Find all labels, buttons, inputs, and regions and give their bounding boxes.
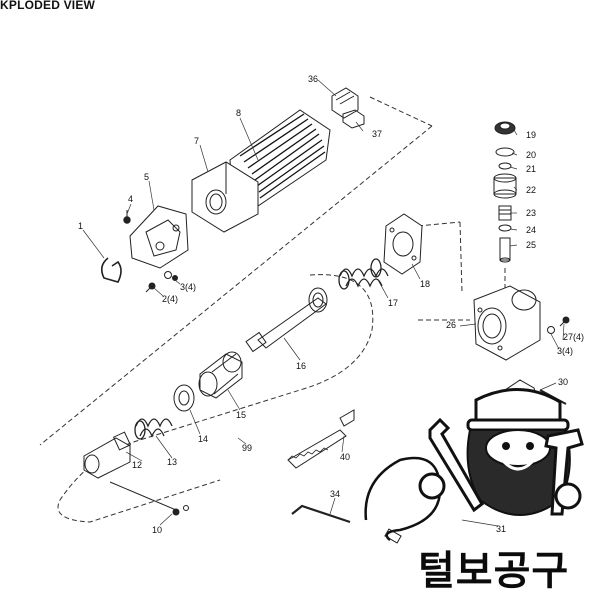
label-31: 31 — [496, 524, 506, 534]
part-26-valve-body — [473, 285, 541, 361]
label-24: 24 — [526, 225, 536, 235]
diagram-title: KPLODED VIEW — [0, 0, 96, 12]
part-14-ring — [173, 384, 195, 412]
label-40: 40 — [340, 452, 350, 462]
label-25: 25 — [526, 240, 536, 250]
label-1: 1 — [78, 221, 83, 231]
part-17-spring — [338, 258, 389, 290]
label-2: 2(4) — [162, 294, 178, 304]
label-4: 4 — [128, 194, 133, 204]
label-15: 15 — [236, 410, 246, 420]
part-3-washer-left — [164, 271, 178, 281]
label-13: 13 — [167, 457, 177, 467]
label-3-left: 3(4) — [180, 282, 196, 292]
label-3-right: 3(4) — [557, 346, 573, 356]
part-labels: 36 8 37 7 4 5 1 3(4) 2(4) 19 20 21 22 23… — [78, 74, 584, 535]
part-34-hex-key — [291, 504, 351, 524]
label-20: 20 — [526, 150, 536, 160]
part-31-hose — [364, 456, 442, 544]
part-40-blade — [287, 409, 355, 469]
label-23: 23 — [526, 208, 536, 218]
watermark-brand-text: 털보공구 — [418, 548, 570, 594]
label-30: 30 — [558, 377, 568, 387]
part-2-screw-left — [145, 282, 156, 293]
label-36: 36 — [308, 74, 318, 84]
label-19: 19 — [526, 130, 536, 140]
label-27: 27(4) — [563, 332, 584, 342]
label-14: 14 — [198, 434, 208, 444]
label-18: 18 — [420, 279, 430, 289]
assembly-guide-lines — [39, 96, 506, 523]
label-8: 8 — [236, 108, 241, 118]
part-13-spring — [134, 418, 173, 440]
part-4-screw — [123, 210, 131, 224]
part-5-bracket — [129, 205, 189, 269]
part-18-gasket — [383, 213, 423, 275]
valve-stack — [493, 121, 517, 263]
label-22: 22 — [526, 185, 536, 195]
label-5: 5 — [144, 172, 149, 182]
label-12: 12 — [132, 460, 142, 470]
label-17: 17 — [388, 298, 398, 308]
part-12-holder — [83, 431, 132, 479]
label-7: 7 — [194, 136, 199, 146]
label-10: 10 — [152, 525, 162, 535]
label-99: 99 — [242, 443, 252, 453]
part-1-clip — [100, 257, 122, 283]
leader-lines — [82, 79, 565, 527]
part-36-cap — [331, 87, 359, 119]
part-27-screw — [559, 316, 570, 327]
part-7-housing — [191, 161, 259, 233]
part-16-shaft — [245, 287, 328, 353]
watermark-mascot — [418, 388, 584, 516]
part-10-screws — [109, 481, 189, 516]
label-34: 34 — [330, 489, 340, 499]
part-15-piston — [198, 351, 243, 399]
label-21: 21 — [526, 164, 536, 174]
part-37-plate — [342, 109, 365, 129]
label-16: 16 — [296, 361, 306, 371]
label-26: 26 — [446, 320, 456, 330]
part-3-washer-right — [547, 326, 555, 334]
label-37: 37 — [372, 129, 382, 139]
